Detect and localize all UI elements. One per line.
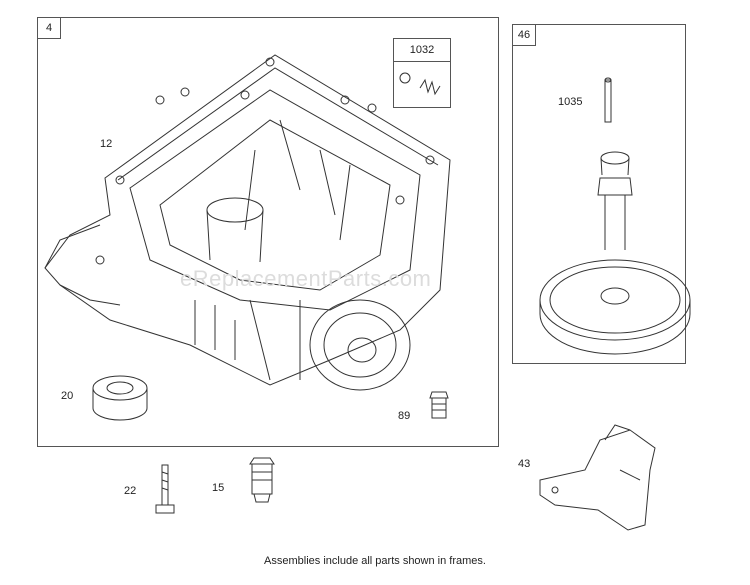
watermark: eReplacementParts.com: [180, 266, 432, 291]
frame-id-1032: 1032: [394, 39, 450, 62]
drain-plug-drawing: [429, 391, 449, 419]
callout-12: 12: [100, 138, 113, 150]
frame-id-46: 46: [513, 25, 536, 46]
frame-id-4: 4: [38, 18, 61, 39]
oil-seal-drawing: [92, 375, 148, 421]
callout-1035: 1035: [558, 96, 583, 108]
pin-drawing: [604, 77, 612, 123]
frame-assembly-4: 4 1032: [37, 17, 499, 447]
camshaft-gear-drawing: [539, 151, 691, 355]
callout-43: 43: [518, 458, 531, 470]
callout-22: 22: [124, 485, 137, 497]
callout-15: 15: [212, 482, 225, 494]
frame-assembly-1032: 1032: [393, 38, 451, 108]
bolt-drawing: [155, 464, 175, 514]
callout-20: 20: [61, 390, 74, 402]
plug-drawing: [249, 457, 275, 503]
ball-and-spring-drawing: [399, 72, 441, 96]
footer-note: Assemblies include all parts shown in fr…: [264, 555, 486, 567]
bracket-drawing: [539, 424, 656, 531]
crankcase-sump-drawing: [44, 54, 451, 391]
callout-89: 89: [398, 410, 411, 422]
